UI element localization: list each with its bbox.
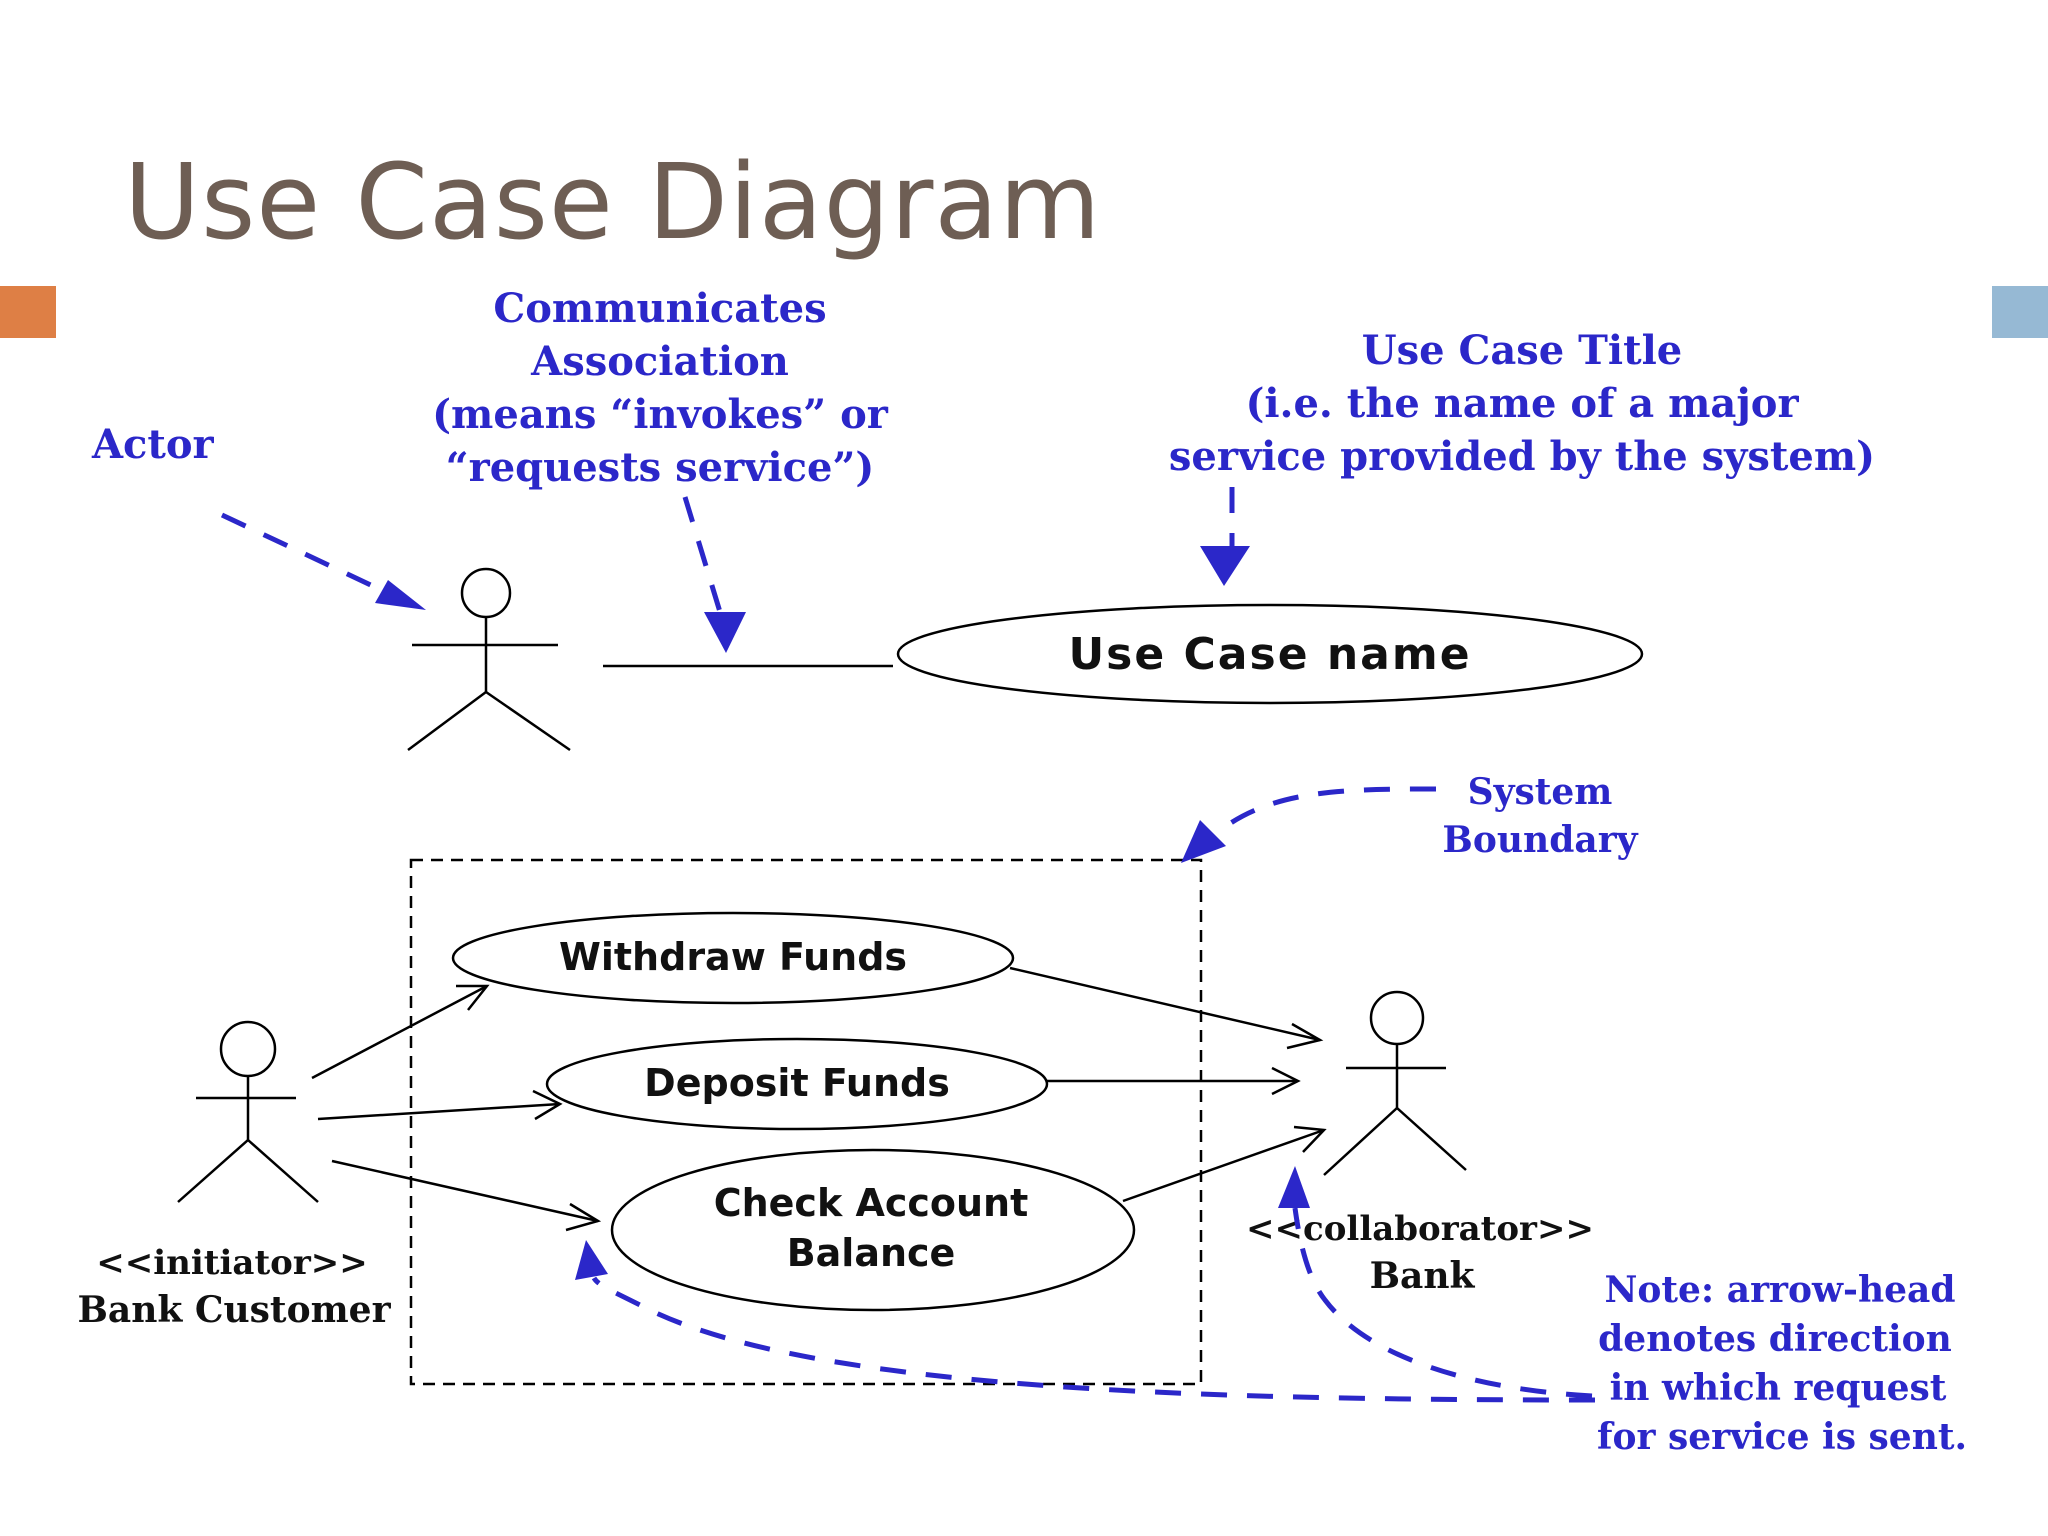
- label-note: Note: arrow-head denotes direction in wh…: [1597, 1269, 1967, 1458]
- use-case-check-account-balance: Check Account Balance: [610, 1148, 1136, 1312]
- svg-text:Note: arrow-head: Note: arrow-head: [1604, 1269, 1955, 1311]
- label-system-boundary: System Boundary: [1442, 771, 1638, 861]
- actor-bank-customer: [177, 1020, 319, 1203]
- svg-text:Use Case name: Use Case name: [1068, 629, 1471, 680]
- label-initiator-stereotype: <<initiator>>: [96, 1243, 367, 1283]
- use-case-withdraw-funds: Withdraw Funds: [451, 911, 1015, 1005]
- label-bank-customer: Bank Customer: [77, 1289, 391, 1331]
- arrow-check-balance-to-bank: [1122, 1125, 1327, 1203]
- use-case-oval-top: Use Case name: [896, 603, 1644, 705]
- slide-title: Use Case Diagram: [124, 141, 1102, 263]
- label-communicates-association: Communicates Association (means “invokes…: [432, 285, 889, 491]
- label-actor: Actor: [91, 421, 215, 468]
- system-boundary-box: [409, 858, 1203, 1386]
- svg-text:Balance: Balance: [787, 1231, 956, 1275]
- svg-text:in which request: in which request: [1610, 1367, 1947, 1409]
- svg-text:(i.e. the name of a major: (i.e. the name of a major: [1245, 380, 1799, 427]
- actor-bank: [1323, 990, 1467, 1176]
- label-bank: Bank: [1370, 1255, 1476, 1297]
- arrow-customer-to-check-balance: [331, 1159, 602, 1232]
- use-case-deposit-funds: Deposit Funds: [545, 1037, 1049, 1131]
- label-use-case-title: Use Case Title (i.e. the name of a major…: [1169, 327, 1875, 480]
- accent-bar-right: [1992, 286, 2048, 338]
- arrow-customer-to-withdraw: [311, 984, 490, 1080]
- arrow-withdraw-to-bank: [1009, 966, 1324, 1050]
- svg-text:denotes direction: denotes direction: [1598, 1318, 1952, 1360]
- arrow-note-to-check-balance: [575, 1240, 1596, 1403]
- svg-text:(means “invokes” or: (means “invokes” or: [432, 391, 889, 438]
- svg-text:for service is sent.: for service is sent.: [1597, 1416, 1967, 1458]
- svg-text:Communicates: Communicates: [493, 285, 826, 332]
- arrow-customer-to-deposit: [317, 1089, 563, 1121]
- accent-bar-left: [0, 286, 56, 338]
- arrow-system-boundary-pointer: [1181, 786, 1437, 863]
- svg-text:Check Account: Check Account: [714, 1181, 1029, 1225]
- arrow-note-to-bank: [1278, 1166, 1593, 1399]
- svg-text:Deposit Funds: Deposit Funds: [644, 1061, 950, 1105]
- svg-text:Withdraw Funds: Withdraw Funds: [559, 935, 907, 979]
- actor-figure-top: [407, 567, 571, 752]
- label-collaborator-stereotype: <<collaborator>>: [1246, 1209, 1594, 1249]
- svg-text:“requests service”): “requests service”): [446, 444, 875, 491]
- arrow-association-pointer: [682, 496, 746, 653]
- svg-text:Use Case Title: Use Case Title: [1362, 327, 1683, 374]
- svg-text:service provided by the system: service provided by the system): [1169, 433, 1875, 480]
- arrow-deposit-to-bank: [1046, 1066, 1301, 1096]
- arrow-use-case-title-pointer: [1200, 487, 1250, 586]
- svg-text:Boundary: Boundary: [1442, 819, 1638, 861]
- svg-text:Association: Association: [530, 338, 789, 385]
- arrow-actor-pointer: [220, 512, 426, 610]
- svg-text:System: System: [1468, 771, 1613, 813]
